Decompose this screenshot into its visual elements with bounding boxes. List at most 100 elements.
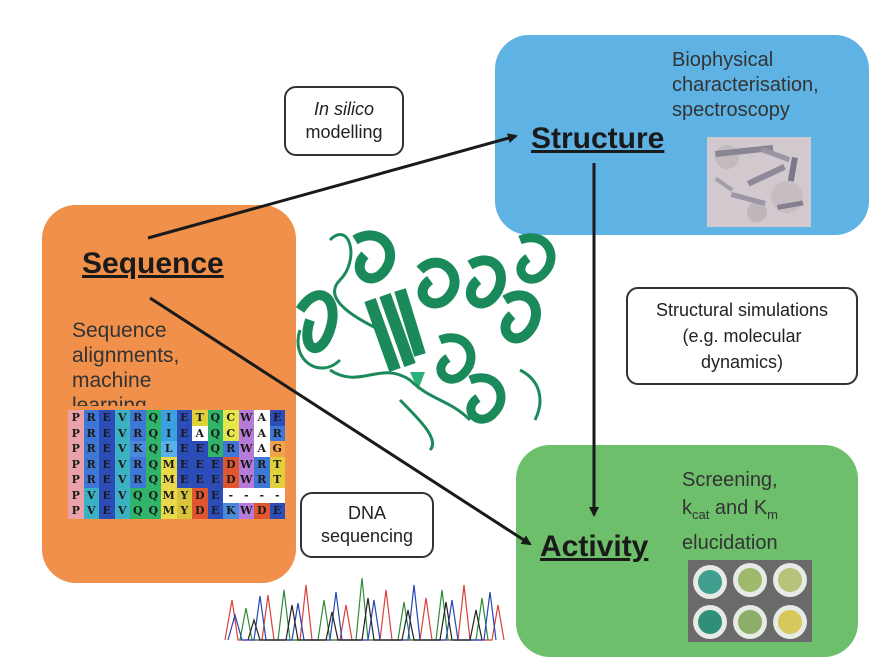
dna-sequencing-line-2: sequencing [320, 526, 414, 546]
alignment-residue: V [83, 487, 99, 503]
alignment-residue: D [254, 503, 270, 519]
alignment-residue: R [254, 472, 270, 488]
alignment-residue: - [223, 487, 239, 503]
structure-title: Structure [531, 122, 665, 155]
alignment-residue: E [207, 487, 223, 503]
alignment-residue: P [68, 425, 84, 441]
sequence-to-activity-arrow [149, 296, 532, 546]
alignment-residue: V [114, 425, 130, 441]
alignment-residue: T [269, 456, 285, 472]
activity-description-line-3: elucidation [682, 532, 778, 554]
alignment-residue: P [68, 456, 84, 472]
alignment-residue: R [254, 456, 270, 472]
structure-description-line-3: spectroscopy [672, 99, 790, 121]
alignment-residue: Q [130, 487, 146, 503]
alignment-residue: M [161, 472, 177, 488]
alignment-residue: E [99, 441, 115, 457]
alignment-residue: A [254, 425, 270, 441]
sequence-description-line-1: Sequence [72, 319, 167, 342]
alignment-residue: W [238, 503, 254, 519]
well-plate-photo [688, 560, 812, 642]
alignment-residue: Q [145, 503, 161, 519]
alignment-residue: D [192, 503, 208, 519]
dna-sequencing-note: DNA sequencing [300, 492, 434, 558]
alignment-residue: V [114, 441, 130, 457]
alignment-residue: E [99, 503, 115, 519]
alignment-residue: E [269, 410, 285, 426]
alignment-residue: Q [207, 425, 223, 441]
alignment-residue: E [99, 425, 115, 441]
alignment-residue: L [161, 441, 177, 457]
km-k: K [753, 497, 768, 519]
alignment-residue: A [254, 410, 270, 426]
alignment-residue: Y [176, 503, 192, 519]
alignment-residue: E [99, 472, 115, 488]
alignment-residue: R [130, 425, 146, 441]
alignment-residue: - [238, 487, 254, 503]
alignment-residue: E [192, 441, 208, 457]
alignment-residue: E [192, 472, 208, 488]
dna-chromatogram [224, 577, 505, 641]
alignment-residue: E [192, 456, 208, 472]
alignment-residue: K [130, 441, 146, 457]
alignment-residue: R [130, 410, 146, 426]
alignment-residue: C [223, 425, 239, 441]
crystal-photo [707, 137, 811, 227]
alignment-residue: V [114, 472, 130, 488]
alignment-residue: E [207, 503, 223, 519]
alignment-residue: W [238, 425, 254, 441]
dna-sequencing-line-1: DNA [347, 503, 386, 523]
alignment-residue: G [269, 441, 285, 457]
km-subscript: m [767, 507, 779, 522]
alignment-residue: E [99, 487, 115, 503]
sequence-title: Sequence [82, 247, 224, 280]
alignment-residue: E [99, 410, 115, 426]
alignment-residue: Q [130, 503, 146, 519]
sequence-description-line-3: machine [72, 369, 152, 392]
alignment-residue: D [223, 472, 239, 488]
alignment-residue: Q [145, 425, 161, 441]
activity-description-line-2: kcat and Km [682, 494, 778, 529]
alignment-residue: P [68, 410, 84, 426]
alignment-residue: - [269, 487, 285, 503]
alignment-residue: V [114, 487, 130, 503]
alignment-residue: V [114, 503, 130, 519]
alignment-residue: W [238, 441, 254, 457]
alignment-residue: M [161, 503, 177, 519]
kcat-subscript: cat [692, 507, 710, 522]
alignment-residue: Q [207, 410, 223, 426]
structural-simulations-line-1: Structural simulations [655, 300, 829, 320]
sequence-description-line-2: alignments, [72, 344, 180, 367]
alignment-residue: W [238, 472, 254, 488]
alignment-residue: W [238, 410, 254, 426]
alignment-residue: P [68, 441, 84, 457]
alignment-residue: Q [145, 487, 161, 503]
alignment-residue: R [83, 472, 99, 488]
in-silico-modelling-note: In silico modelling [284, 86, 404, 156]
in-silico-italic: In silico [313, 99, 375, 119]
sequence-description-line-4: learning [72, 394, 147, 406]
alignment-residue: Q [145, 472, 161, 488]
alignment-residue: I [161, 410, 177, 426]
kcat-k: k [682, 497, 692, 519]
activity-title: Activity [540, 530, 649, 563]
alignment-residue: R [269, 425, 285, 441]
alignment-residue: E [207, 456, 223, 472]
alignment-residue: E [176, 410, 192, 426]
structure-description-line-1: Biophysical [672, 49, 774, 71]
activity-description-line-1: Screening, [682, 469, 778, 491]
alignment-residue: V [114, 456, 130, 472]
crystal-photo-image [707, 137, 811, 227]
alignment-residue: D [223, 456, 239, 472]
alignment-residue: C [223, 410, 239, 426]
alignment-residue: P [68, 472, 84, 488]
alignment-residue: Q [207, 441, 223, 457]
in-silico-rest: modelling [305, 122, 383, 142]
